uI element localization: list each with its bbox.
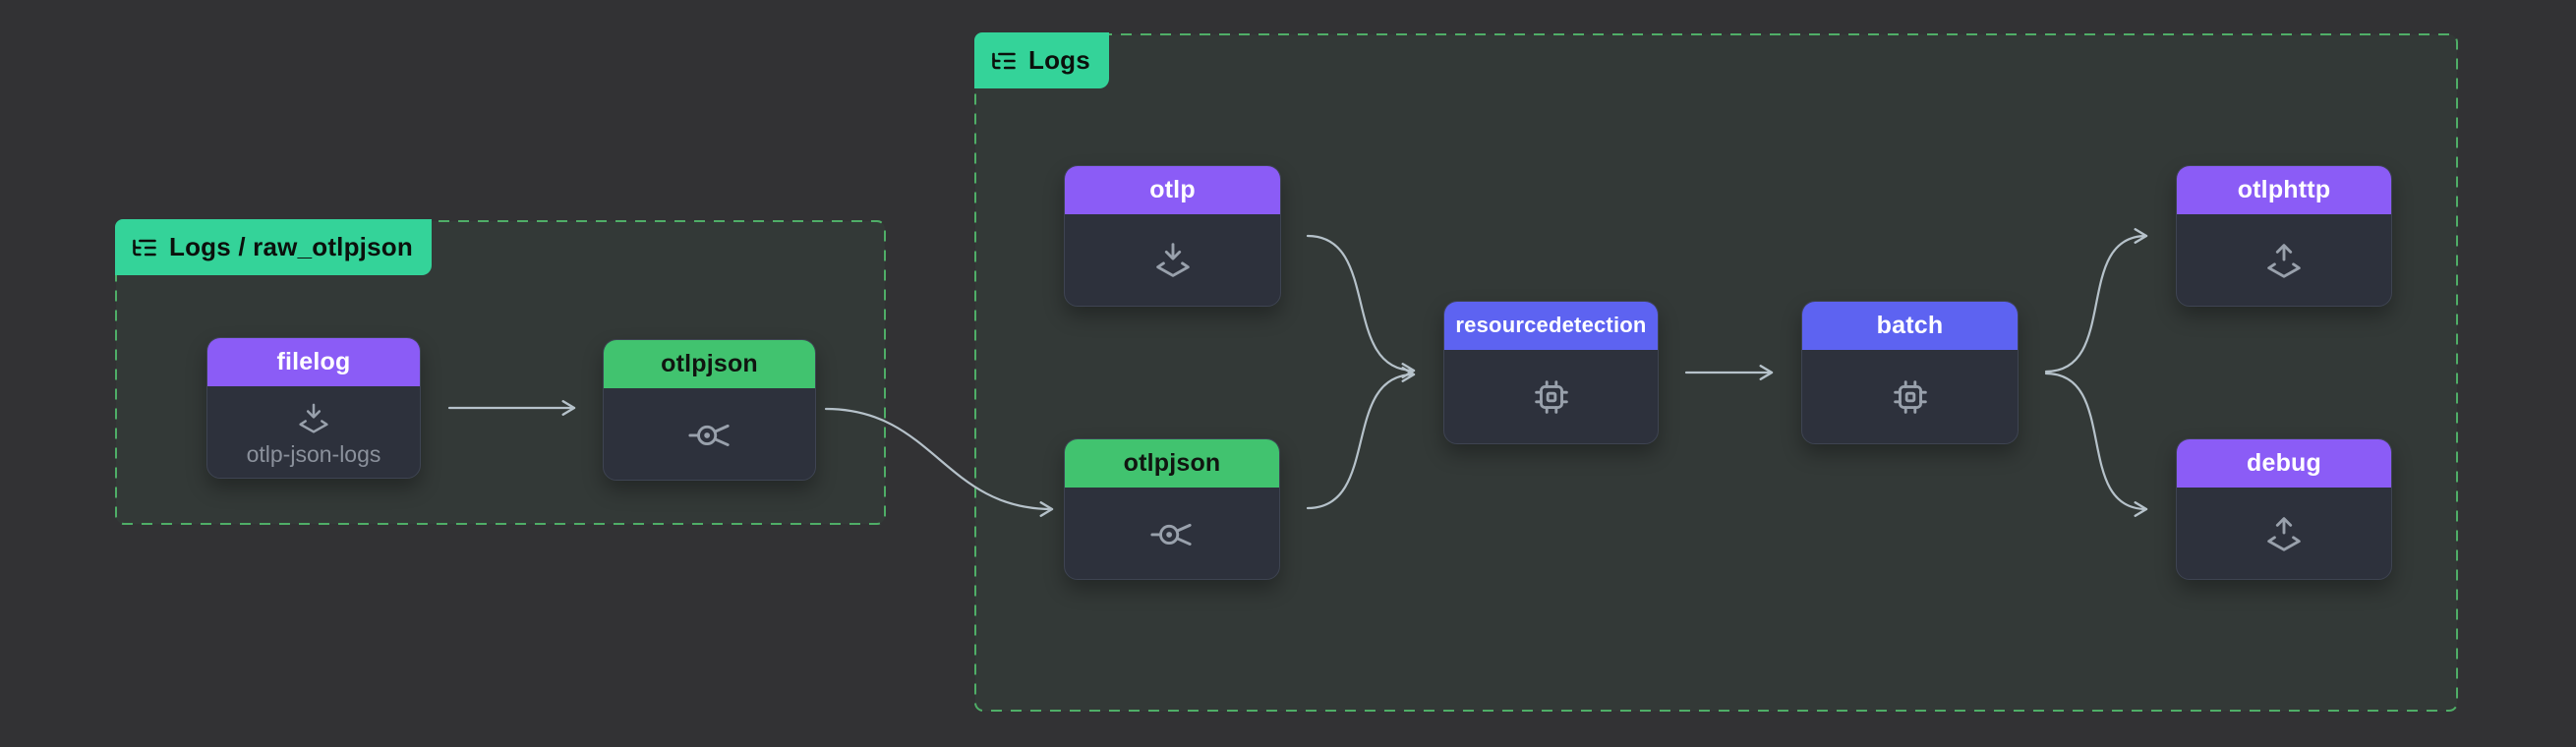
node-filelog[interactable]: filelog otlp-json-logs: [206, 337, 421, 479]
node-header: resourcedetection: [1444, 302, 1658, 350]
node-resourcedetection[interactable]: resourcedetection: [1443, 301, 1659, 444]
node-otlp[interactable]: otlp: [1064, 165, 1281, 307]
exporter-icon: [2267, 516, 2301, 551]
edge-batch-to-otlphttp: [2044, 228, 2148, 374]
node-title: otlp: [1149, 175, 1196, 203]
group-label-logs-raw-otlpjson: Logs / raw_otlpjson: [115, 219, 432, 275]
node-header: filelog: [207, 338, 420, 386]
node-header: otlphttp: [2177, 166, 2391, 214]
list-tree-icon: [133, 239, 156, 256]
node-header: batch: [1802, 302, 2018, 350]
node-title: filelog: [276, 347, 351, 375]
node-header: otlp: [1065, 166, 1280, 214]
list-tree-icon: [992, 52, 1016, 69]
node-body: [1065, 488, 1279, 579]
receiver-icon: [1155, 242, 1190, 277]
group-label-logs: Logs: [974, 32, 1109, 88]
node-otlpjson-raw[interactable]: otlpjson: [603, 339, 816, 481]
node-header: otlpjson: [1065, 439, 1279, 488]
connector-icon: [1150, 523, 1192, 546]
node-title: resourcedetection: [1455, 313, 1647, 337]
node-body: [1444, 350, 1658, 443]
edge-batch-to-debug: [2044, 372, 2148, 517]
node-body: [1065, 214, 1280, 306]
node-body: [2177, 488, 2391, 579]
processor-icon: [1893, 379, 1927, 414]
receiver-icon: [299, 403, 328, 433]
node-body: [604, 388, 815, 480]
connector-icon: [687, 424, 730, 446]
group-label-text: Logs / raw_otlpjson: [169, 232, 413, 261]
node-header: otlpjson: [604, 340, 815, 388]
node-title: otlpjson: [661, 349, 758, 377]
node-title: otlphttp: [2237, 175, 2331, 203]
node-title: batch: [1876, 311, 1944, 339]
exporter-icon: [2267, 243, 2301, 278]
processor-icon: [1534, 379, 1568, 414]
node-body: [2177, 214, 2391, 306]
node-body: otlp-json-logs: [207, 386, 420, 478]
edge-otlpjson-raw-to-otlpjson: [824, 407, 1054, 517]
node-title: debug: [2247, 448, 2321, 477]
node-body: [1802, 350, 2018, 443]
node-debug[interactable]: debug: [2176, 438, 2392, 580]
group-label-text: Logs: [1028, 45, 1090, 75]
node-header: debug: [2177, 439, 2391, 488]
node-subtitle: otlp-json-logs: [246, 440, 381, 467]
node-otlpjson[interactable]: otlpjson: [1064, 438, 1280, 580]
node-batch[interactable]: batch: [1801, 301, 2019, 444]
node-otlphttp[interactable]: otlphttp: [2176, 165, 2392, 307]
edge-otlp-to-resourcedetection: [1306, 234, 1416, 378]
node-title: otlpjson: [1123, 448, 1221, 477]
edge-otlpjson-to-resourcedetection: [1306, 367, 1416, 510]
